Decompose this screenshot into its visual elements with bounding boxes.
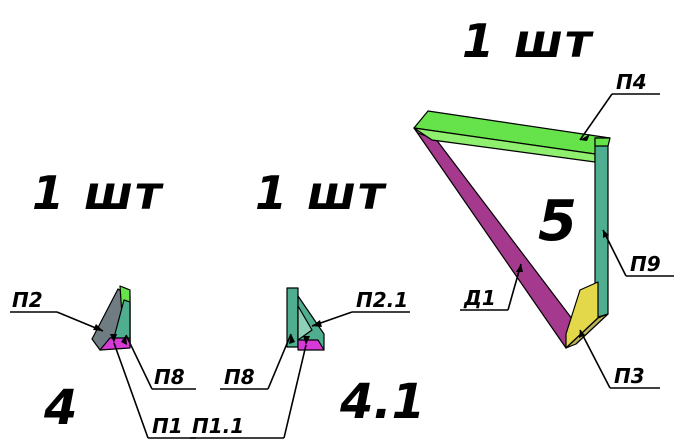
part-5-frame (413, 110, 611, 349)
callout-p9: П9 (630, 252, 661, 276)
part-number-4: 4 (44, 380, 78, 436)
part-number-41: 4.1 (340, 374, 426, 430)
callout-p3: П3 (614, 364, 645, 388)
qty-part-41: 1 шт (255, 166, 387, 220)
block-p3-side (565, 313, 609, 349)
callout-p8-mid: П8 (224, 365, 255, 389)
callout-p1: П1 (152, 414, 183, 438)
callout-p4: П4 (616, 70, 647, 94)
callout-p21: П2.1 (356, 288, 409, 312)
wedge-41-base-p11 (297, 339, 325, 351)
callout-p11: П1.1 (192, 414, 245, 438)
callout-p2: П2 (12, 288, 43, 312)
callout-d1: Д1 (464, 286, 496, 310)
leader-arrowheads (93, 134, 609, 345)
post-p9-top (594, 137, 611, 147)
part-number-5: 5 (538, 189, 577, 254)
qty-part-5: 1 шт (462, 14, 594, 68)
wedge-41-inner (297, 305, 313, 341)
qty-part-4: 1 шт (32, 166, 164, 220)
callout-p8-left: П8 (154, 365, 185, 389)
